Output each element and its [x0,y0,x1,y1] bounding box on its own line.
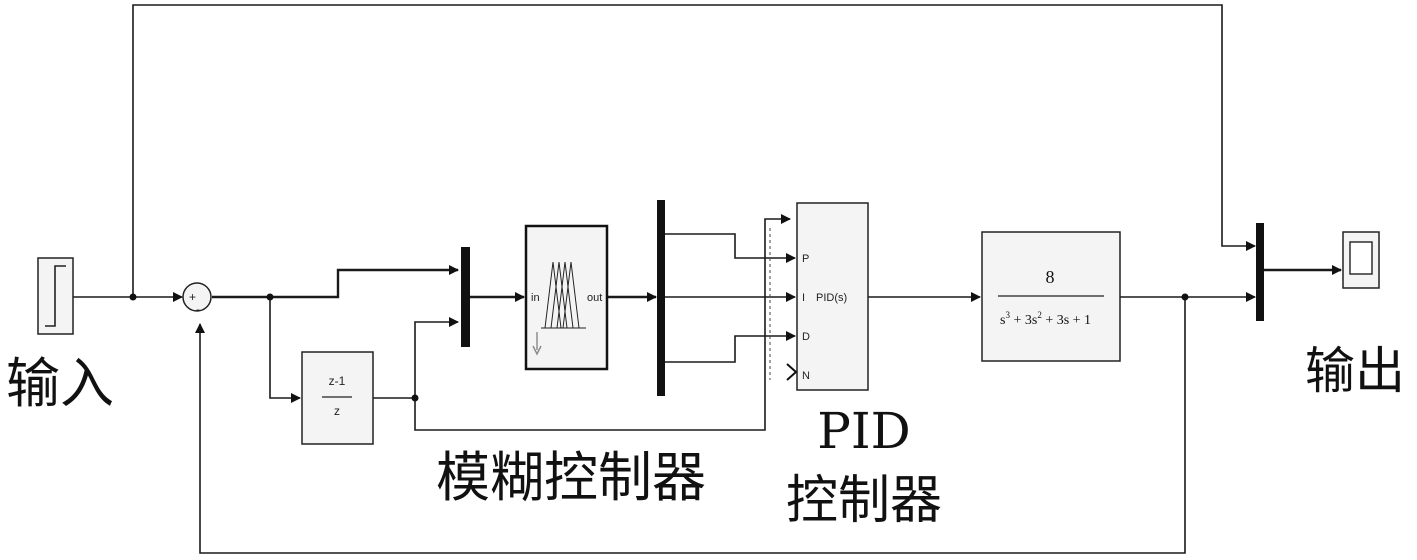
discrete-derivative-block[interactable]: z-1 z [301,351,374,445]
label-pid: PID [817,402,910,460]
label-output: 输出 [1305,342,1405,400]
pid-n-port-chevron-icon [786,363,798,381]
label-pid-controller: 控制器 [786,471,942,531]
wire-error-to-mux [212,265,459,299]
fuzzy-controller-block[interactable]: in out [524,224,609,371]
wire-error-to-derivative [269,297,301,403]
derivative-denominator: z [334,404,340,418]
wire-demux-to-d [664,331,796,363]
scope-block[interactable] [1342,231,1380,289]
wire-feedback [195,297,1186,554]
label-input: 输入 [6,352,114,415]
branch-point-reference [129,293,137,301]
down-arrow-icon [532,332,542,356]
pid-port-n: N [802,370,810,382]
wire-derivative-to-pid-top [414,214,791,431]
mux-bar-fuzzy-input[interactable] [461,247,470,347]
mux-bar-output[interactable] [1256,223,1264,321]
plant-transfer-function-block[interactable]: 8 s3 + 3s2 + 3s + 1 [981,231,1121,362]
scope-screen-icon [1349,241,1373,275]
branch-point-error [266,293,274,301]
wire-demux-to-p [664,233,796,263]
pid-block-name: PID(s) [816,292,847,304]
step-icon [45,265,66,327]
sum-block[interactable]: + - [182,282,212,316]
sum-minus-sign: - [196,302,200,316]
wire-derivative-to-mux [373,317,459,399]
wire-reference-to-output-mux [132,4,1256,297]
branch-point-output [1181,293,1189,301]
sum-plus-sign: + [189,290,196,304]
membership-functions-icon [541,261,586,329]
step-input-block[interactable] [37,257,74,335]
branch-point-derivative [411,394,419,402]
pid-port-i: I [802,292,805,304]
fuzzy-out-port: out [587,292,602,304]
fuzzy-in-port: in [531,292,540,304]
plant-numerator: 8 [1046,267,1055,287]
pid-port-d: D [802,331,810,343]
wires [73,4,1342,554]
derivative-numerator: z-1 [329,374,346,388]
label-fuzzy-controller: 模糊控制器 [436,446,706,509]
demux-bar-fuzzy-output[interactable] [657,200,665,396]
pid-controller-block[interactable]: P I D N PID(s) [786,202,869,391]
plant-denominator: s3 + 3s2 + 3s + 1 [1000,310,1091,328]
pid-port-p: P [802,253,809,265]
